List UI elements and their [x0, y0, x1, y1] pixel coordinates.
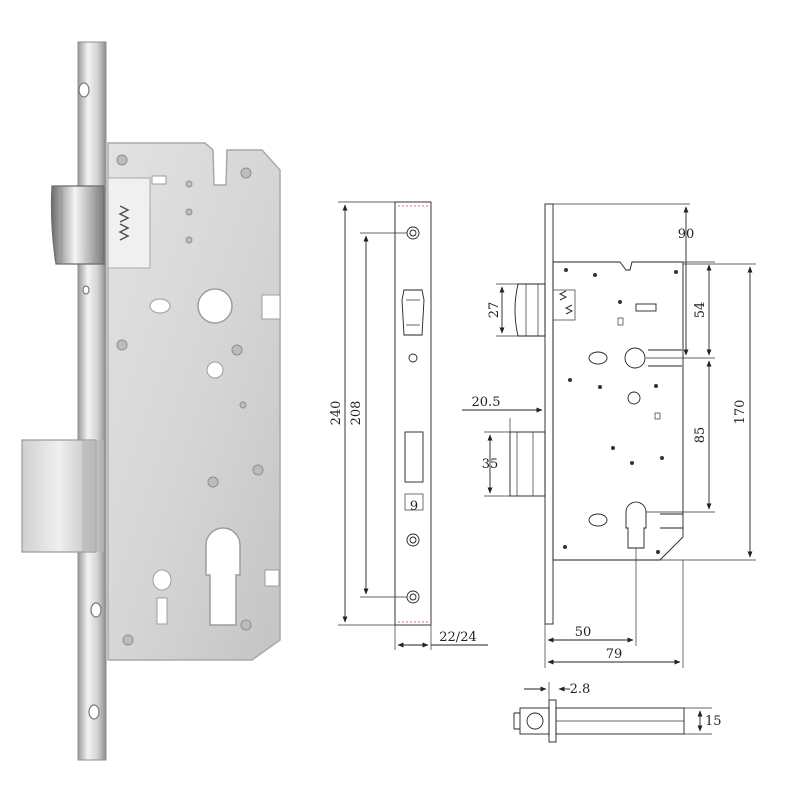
- latch-window: [107, 177, 151, 269]
- screw-hole: [206, 361, 224, 379]
- upper-slot-right: [261, 294, 281, 320]
- dim-latch-height: 35: [482, 457, 499, 472]
- dim-body-width: 79: [606, 647, 623, 662]
- cylinder-cutout: [205, 527, 241, 626]
- top-slot: [151, 175, 167, 185]
- lower-hole-left: [152, 569, 172, 591]
- faceplate-view: 9 240 208 22/24: [329, 201, 488, 650]
- hole-label: 9: [410, 499, 418, 514]
- lower-slot-left: [156, 597, 168, 625]
- dim-body-height: 170: [733, 400, 748, 425]
- dim-backset: 50: [575, 625, 592, 640]
- product-photo: [21, 41, 281, 761]
- dim-handle-to-cylinder: 85: [693, 427, 708, 444]
- follower-hole: [197, 288, 233, 324]
- dim-roller-latch: 27: [487, 302, 502, 319]
- faceplate: [77, 41, 107, 761]
- dim-faceplate-width: 22/24: [439, 630, 476, 645]
- lock-case: [107, 142, 281, 661]
- dim-latch-offset: 20.5: [472, 395, 501, 410]
- dim-bolt-offset: 2.8: [570, 682, 591, 697]
- side-view: 90 54 85 170 27 20.5 35 50: [462, 203, 756, 668]
- spring-icon: [118, 205, 130, 241]
- side-hole: [149, 298, 171, 314]
- roller-latch: [50, 185, 105, 265]
- lower-slot-right: [264, 569, 280, 587]
- faceplate-holes: [78, 82, 102, 720]
- dim-faceplate-height: 240: [329, 401, 344, 426]
- rivets: [116, 154, 264, 646]
- dim-bolt-thickness: 15: [705, 714, 722, 729]
- bolt-detail-view: 2.8 15: [513, 682, 722, 743]
- dim-upper-distance: 54: [693, 302, 708, 319]
- dim-top-offset: 90: [678, 227, 695, 242]
- dim-hole-spacing: 208: [349, 401, 364, 426]
